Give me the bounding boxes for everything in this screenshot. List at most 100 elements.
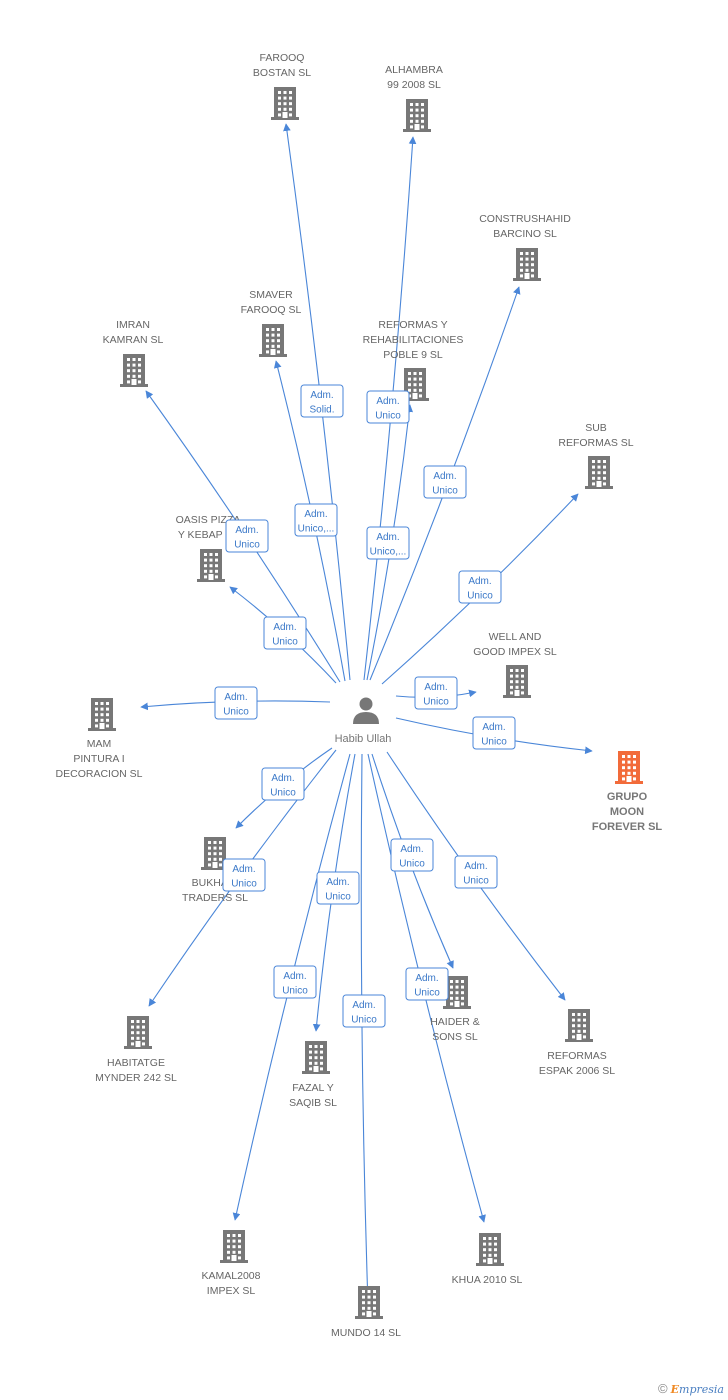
relation-badge-khua[interactable]: Adm. Unico <box>405 967 449 1001</box>
building-icon <box>476 1233 504 1266</box>
relation-role-line: Unico <box>375 411 401 422</box>
company-name-line: ESPAK 2006 SL <box>539 1065 615 1077</box>
relation-role-line: Adm. <box>424 682 447 693</box>
relation-badge-bukhari[interactable]: Adm.Unico <box>261 767 305 801</box>
relation-role-line: Adm. <box>224 692 247 703</box>
company-name-line: REHABILITACIONES <box>363 334 464 346</box>
relation-role-line: Unico <box>463 876 489 887</box>
building-icon <box>443 976 471 1009</box>
relation-badge-sub-reformas[interactable]: Adm.Unico <box>458 570 502 604</box>
company-node-reformas-espak[interactable]: REFORMAS ESPAK 2006 SL <box>539 1009 615 1077</box>
company-name-line: MYNDER 242 SL <box>95 1072 177 1084</box>
relation-badge-imran[interactable]: Adm. Unico <box>225 519 269 553</box>
relation-role-line: Adm. <box>400 844 423 855</box>
relation-role-line: Unico <box>234 540 260 551</box>
relation-role-line: Adm. <box>352 1000 375 1011</box>
relation-badge-smaver[interactable]: Adm.Unico,... <box>294 503 338 537</box>
company-name-line: BOSTAN SL <box>253 67 311 79</box>
relation-badge-haider[interactable]: Adm.Unico <box>390 838 434 872</box>
relation-role-line: Adm. <box>283 971 306 982</box>
center-person[interactable]: Habib Ullah <box>335 697 392 746</box>
relation-role-line: Adm. <box>415 973 438 984</box>
company-name-line: TRADERS SL <box>182 892 248 904</box>
relation-role-line: Unico <box>351 1015 377 1026</box>
company-name-line: FOREVER SL <box>592 821 663 833</box>
building-icon <box>197 549 225 582</box>
brand-logo[interactable]: Empresia <box>670 1383 724 1396</box>
building-icon <box>201 837 229 870</box>
relation-role-line: Unico <box>423 697 449 708</box>
company-name-line: POBLE 9 SL <box>383 349 443 361</box>
relation-role-line: Unico <box>432 486 458 497</box>
center-person-name: Habib Ullah <box>335 733 392 745</box>
building-icon <box>88 698 116 731</box>
building-icon <box>120 354 148 387</box>
company-node-haider[interactable]: HAIDER & SONS SL <box>430 976 480 1043</box>
relation-role-line: Unico <box>282 986 308 997</box>
relation-badge-construshahid[interactable]: Adm. Unico <box>423 465 467 499</box>
relation-badge-well-good[interactable]: Adm. Unico <box>414 676 458 710</box>
company-node-habitatge[interactable]: HABITATGE MYNDER 242 SL <box>95 1016 177 1084</box>
relation-badge-alhambra[interactable]: Adm.Unico <box>366 390 410 424</box>
relation-role-line: Unico,... <box>370 547 407 558</box>
company-node-mundo[interactable]: MUNDO 14 SL <box>331 1286 401 1339</box>
relation-role-line: Adm. <box>273 622 296 633</box>
relation-role-line: Adm. <box>304 509 327 520</box>
company-name-line: SONS SL <box>432 1031 478 1043</box>
building-icon <box>220 1230 248 1263</box>
company-name-line: IMPEX SL <box>207 1285 256 1297</box>
relation-role-line: Unico <box>223 707 249 718</box>
relation-badge-mam[interactable]: Adm. Unico <box>214 686 258 720</box>
company-name-line: HAIDER & <box>430 1016 480 1028</box>
company-name-line: MUNDO 14 SL <box>331 1327 401 1339</box>
relation-role-line: Adm. <box>235 525 258 536</box>
building-icon <box>403 99 431 132</box>
company-name-line: Y KEBAP SL <box>178 529 238 541</box>
relation-role-line: Unico <box>325 892 351 903</box>
company-node-khua[interactable]: KHUA 2010 SL <box>452 1233 523 1286</box>
relation-badge-fazal[interactable]: Adm. Unico <box>316 871 360 905</box>
building-icon <box>503 665 531 698</box>
building-icon <box>271 87 299 120</box>
company-name-line: BARCINO SL <box>493 228 557 240</box>
company-name-line: WELL AND <box>489 631 542 643</box>
relation-role-line: Unico <box>272 637 298 648</box>
company-name-line: SAQIB SL <box>289 1097 337 1109</box>
relation-badge-reformas-espak[interactable]: Adm.Unico <box>454 855 498 889</box>
relation-role-line: Solid. <box>309 405 334 416</box>
relation-badge-farooq-bostan[interactable]: Adm. Solid. <box>300 384 344 418</box>
relation-badge-grupo-moon[interactable]: Adm.Unico <box>472 716 516 750</box>
relation-role-line: Adm. <box>310 390 333 401</box>
building-icon <box>513 248 541 281</box>
relation-badge-oasis[interactable]: Adm. Unico <box>263 616 307 650</box>
company-name-line: REFORMAS <box>547 1050 607 1062</box>
relation-badge-mundo[interactable]: Adm. Unico <box>342 994 386 1028</box>
relation-badge-kamal[interactable]: Adm. Unico <box>273 965 317 999</box>
relation-badge-habitatge[interactable]: Adm.Unico <box>222 858 266 892</box>
company-name-line: MAM <box>87 738 112 750</box>
company-name-line: MOON <box>610 806 644 818</box>
building-icon <box>585 456 613 489</box>
copyright-symbol: © <box>657 1381 668 1396</box>
relation-role-line: Unico <box>414 988 440 999</box>
relation-role-line: Adm. <box>326 877 349 888</box>
relation-role-line: Adm. <box>433 471 456 482</box>
person-icon <box>353 697 379 724</box>
relation-role-line: Unico <box>467 591 493 602</box>
company-name-line: HABITATGE <box>107 1057 165 1069</box>
relation-badge-reformas-rehab[interactable]: Adm.Unico,... <box>366 526 410 560</box>
